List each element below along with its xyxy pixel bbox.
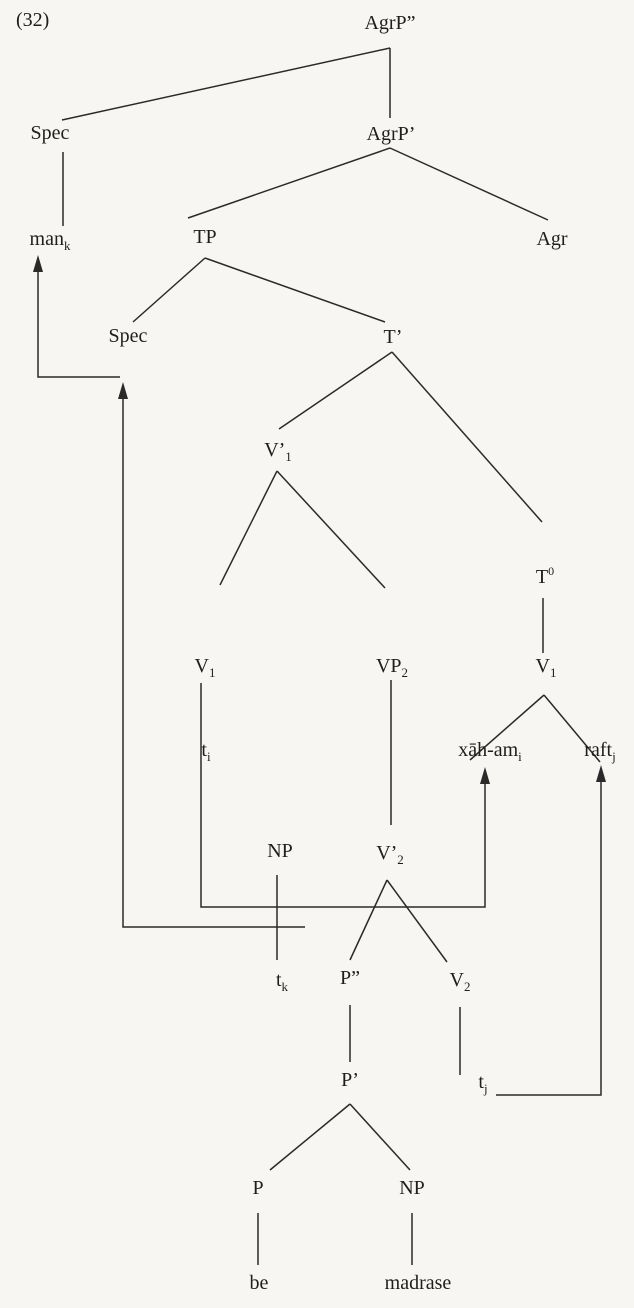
trace-tk: tk <box>275 969 289 994</box>
v1-node-right: V1 <box>535 655 557 680</box>
example-number: (32) <box>16 9 50 31</box>
t-bar-node: T’ <box>383 326 403 348</box>
movement-arrows <box>33 255 606 1096</box>
v1-node-left: V1 <box>194 655 216 680</box>
vp2-node: VP2 <box>375 655 409 680</box>
np-node-lower: NP <box>399 1177 425 1199</box>
arrow-tj-to-raft <box>496 780 602 1096</box>
agr-node: Agr <box>536 228 568 250</box>
arrow-tk-to-spec <box>122 397 305 928</box>
np-node-upper: NP <box>267 840 293 862</box>
tree-branches <box>61 47 601 1265</box>
t0-node: T0 <box>535 564 555 588</box>
v2-node: V2 <box>449 969 471 994</box>
p-node: P <box>252 1177 264 1199</box>
pp-double-bar-node: P” <box>340 967 360 989</box>
trace-tj: tj <box>478 1071 488 1096</box>
xah-am-node: xāh-ami <box>458 739 522 764</box>
v2-bar-node: V’2 <box>376 842 404 867</box>
agrp-bar-node: AgrP’ <box>366 123 416 145</box>
arrow-ti-to-xah <box>200 782 486 908</box>
man-node: mank <box>29 228 71 253</box>
raft-node: raftj <box>584 739 616 764</box>
trace-ti: ti <box>201 739 211 764</box>
spec-node-lower: Spec <box>108 325 148 347</box>
p-bar-node: P’ <box>341 1069 359 1091</box>
word-be: be <box>249 1272 269 1294</box>
word-madrase: madrase <box>384 1272 452 1294</box>
spec-node-upper: Spec <box>30 122 70 144</box>
tp-node: TP <box>193 226 217 248</box>
arrow-spec-to-man <box>37 270 120 378</box>
agrp-double-bar-node: AgrP” <box>364 12 416 34</box>
v1-bar-node: V’1 <box>264 439 292 464</box>
